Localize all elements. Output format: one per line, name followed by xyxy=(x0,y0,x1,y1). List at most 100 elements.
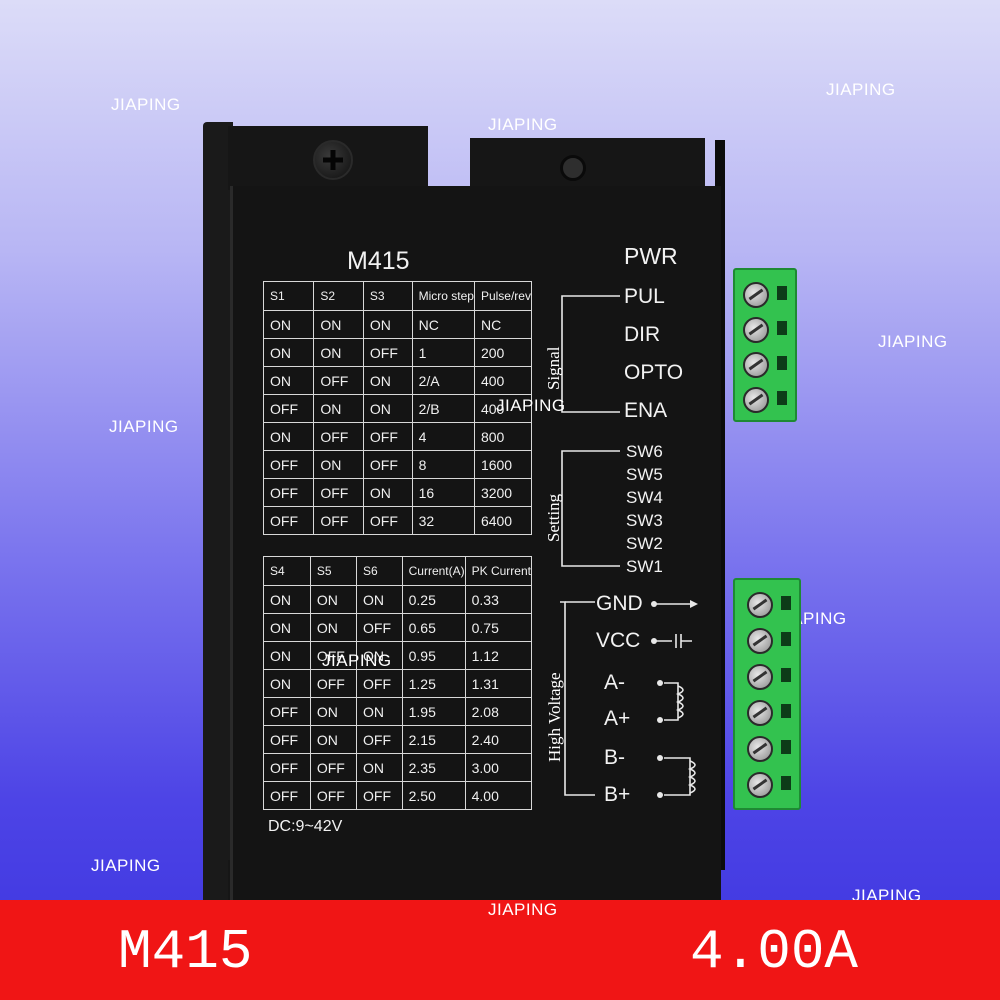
terminal-screw-icon xyxy=(747,628,773,654)
pin-label-b-plus: B+ xyxy=(604,783,631,806)
table-header: S1 xyxy=(262,281,315,311)
switch-label-sw3: SW3 xyxy=(626,511,663,530)
table-cell: 0.65 xyxy=(401,613,466,642)
high-voltage-group-label: High Voltage xyxy=(545,672,564,762)
terminal-slot-icon xyxy=(781,776,791,790)
pin-label-dir: DIR xyxy=(624,323,661,346)
table-cell: 32 xyxy=(411,506,475,535)
table-cell: 4.00 xyxy=(464,781,533,810)
table-cell: OFF xyxy=(362,450,413,479)
table-cell: ON xyxy=(313,450,364,479)
table-cell: NC xyxy=(411,310,475,339)
switch-label-sw4: SW4 xyxy=(626,488,663,507)
switch-label-sw6: SW6 xyxy=(626,442,663,461)
table-cell: 1 xyxy=(411,338,475,367)
terminal-screw-icon xyxy=(743,387,769,413)
terminal-screw-icon xyxy=(743,317,769,343)
pin-label-ena: ENA xyxy=(624,399,668,422)
table-header: Pulse/rev xyxy=(473,281,533,311)
table-cell: ON xyxy=(309,585,358,614)
pin-label-opto: OPTO xyxy=(624,361,684,384)
table-cell: ON xyxy=(263,641,311,670)
terminal-screw-icon xyxy=(747,592,773,618)
power-terminal-block xyxy=(733,578,801,810)
watermark: JIAPING xyxy=(488,115,558,134)
banner-model: M415 xyxy=(118,920,253,984)
bottom-banner xyxy=(0,900,1000,1000)
terminal-slot-icon xyxy=(777,321,787,335)
terminal-screw-icon xyxy=(747,772,773,798)
pin-label-vcc: VCC xyxy=(596,629,641,652)
table-cell: 2.08 xyxy=(464,697,533,726)
table-cell: OFF xyxy=(362,422,413,451)
table-cell: ON xyxy=(356,585,403,614)
table-cell: ON xyxy=(313,338,364,367)
switch-label-sw1: SW1 xyxy=(626,557,663,576)
table-cell: ON xyxy=(262,422,315,451)
watermark: JIAPING xyxy=(322,651,392,670)
table-cell: 1.12 xyxy=(464,641,533,670)
terminal-screw-icon xyxy=(747,700,773,726)
terminal-slot-icon xyxy=(781,632,791,646)
watermark: JIAPING xyxy=(826,80,896,99)
table-cell: OFF xyxy=(263,781,311,810)
signal-terminal-block xyxy=(733,268,797,422)
table-header: S2 xyxy=(313,281,364,311)
pin-label-gnd: GND xyxy=(596,592,643,615)
table-cell: OFF xyxy=(313,422,364,451)
terminal-slot-icon xyxy=(777,391,787,405)
terminal-slot-icon xyxy=(781,704,791,718)
mount-flange-top-right xyxy=(470,138,705,190)
table-cell: 1.95 xyxy=(401,697,466,726)
table-cell: 3200 xyxy=(473,478,533,507)
table-header: S3 xyxy=(362,281,413,311)
table-header: S6 xyxy=(356,556,403,586)
table-header: S5 xyxy=(309,556,358,586)
watermark: JIAPING xyxy=(496,396,566,415)
table-cell: ON xyxy=(263,613,311,642)
banner-current: 4.00A xyxy=(690,920,859,984)
table-cell: OFF xyxy=(313,506,364,535)
model-label: M415 xyxy=(347,247,410,275)
table-cell: OFF xyxy=(262,506,315,535)
table-cell: OFF xyxy=(313,478,364,507)
table-cell: ON xyxy=(362,310,413,339)
terminal-screw-icon xyxy=(747,664,773,690)
watermark: JIAPING xyxy=(91,856,161,875)
terminal-screw-icon xyxy=(747,736,773,762)
pin-label-a-plus: A+ xyxy=(604,707,631,730)
terminal-slot-icon xyxy=(777,286,787,300)
table-cell: OFF xyxy=(356,613,403,642)
table-header: Micro step xyxy=(411,281,475,311)
terminal-screw-icon xyxy=(743,282,769,308)
table-cell: OFF xyxy=(356,781,403,810)
watermark: JIAPING xyxy=(109,417,179,436)
table-cell: 6400 xyxy=(473,506,533,535)
terminal-slot-icon xyxy=(781,668,791,682)
table-cell: NC xyxy=(473,310,533,339)
table-cell: OFF xyxy=(262,394,315,423)
table-cell: 8 xyxy=(411,450,475,479)
table-header-row: S4 S5 S6 Current(A) PK Current xyxy=(263,556,533,586)
power-label: PWR xyxy=(624,243,678,269)
table-cell: OFF xyxy=(262,450,315,479)
table-cell: ON xyxy=(356,641,403,670)
pin-label-a-minus: A- xyxy=(604,671,625,694)
table-header: PK Current xyxy=(464,556,533,586)
table-cell: ON xyxy=(263,585,311,614)
driver-side xyxy=(203,122,233,900)
